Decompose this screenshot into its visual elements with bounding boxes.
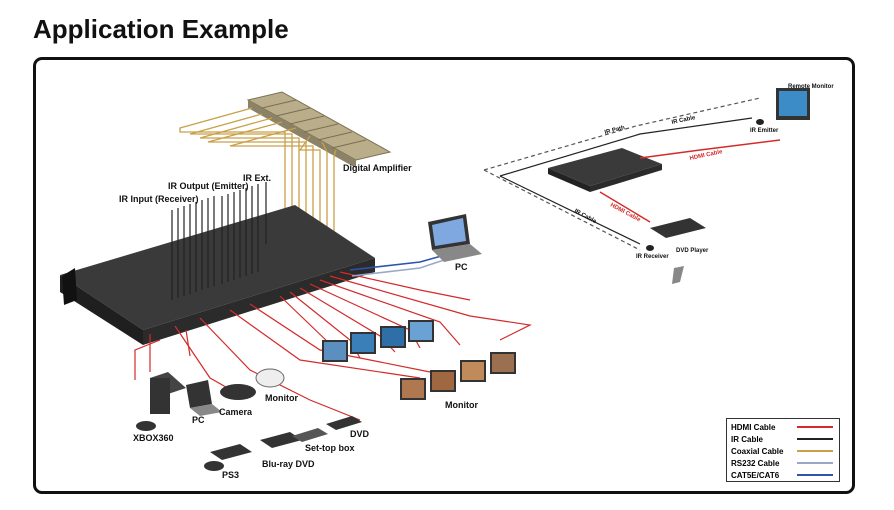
label-ir-emitter: IR Emitter bbox=[750, 128, 779, 134]
label-bluray: Blu-ray DVD bbox=[262, 459, 315, 469]
label-pc-right: PC bbox=[455, 262, 468, 272]
cat-cable bbox=[349, 254, 446, 271]
legend-swatch bbox=[797, 450, 833, 452]
label-monitor-top: Monitor bbox=[265, 393, 298, 403]
label-ir-input: IR Input (Receiver) bbox=[119, 194, 199, 204]
label-hdmi-cable-mid: HDMI Cable bbox=[609, 202, 642, 223]
page-title: Application Example bbox=[33, 14, 289, 44]
ir-cables bbox=[171, 182, 267, 300]
digital-amplifier bbox=[246, 91, 392, 168]
label-ir-cable-left: IR Cable bbox=[573, 208, 598, 225]
legend-label: HDMI Cable bbox=[731, 422, 776, 432]
label-ir-receiver: IR Receiver bbox=[636, 254, 669, 260]
label-ir-ext: IR Ext. bbox=[243, 173, 271, 183]
label-digital-amplifier: Digital Amplifier bbox=[343, 163, 412, 173]
label-dvd-player: DVD Player bbox=[676, 248, 709, 254]
label-settop: Set-top box bbox=[305, 443, 355, 453]
label-ps3: PS3 bbox=[222, 470, 239, 480]
legend-swatch bbox=[797, 474, 833, 476]
label-dvd: DVD bbox=[350, 429, 370, 439]
diagram-frame bbox=[33, 57, 855, 494]
source-devices bbox=[136, 368, 362, 471]
cable-legend: HDMI Cable IR Cable Coaxial Cable RS232 … bbox=[726, 418, 840, 482]
legend-label: IR Cable bbox=[731, 434, 764, 444]
label-ir-path: IR Path bbox=[604, 125, 626, 136]
label-ir-cable-top: IR Cable bbox=[671, 115, 696, 126]
legend-item: CAT5E/CAT6 bbox=[731, 469, 835, 481]
label-ir-output: IR Output (Emitter) bbox=[168, 181, 249, 191]
legend-label: RS232 Cable bbox=[731, 458, 780, 468]
rs232-cable bbox=[351, 257, 451, 277]
legend-swatch bbox=[797, 462, 833, 464]
legend-label: Coaxial Cable bbox=[731, 446, 784, 456]
legend-item: RS232 Cable bbox=[731, 457, 835, 469]
legend-swatch bbox=[797, 426, 833, 428]
coaxial-cables bbox=[179, 107, 337, 240]
monitor-group-bottom bbox=[400, 352, 516, 400]
legend-swatch bbox=[797, 438, 833, 440]
pc-laptop-right bbox=[428, 214, 482, 262]
label-camera: Camera bbox=[219, 407, 253, 417]
legend-item: IR Cable bbox=[731, 433, 835, 445]
legend-label: CAT5E/CAT6 bbox=[731, 470, 780, 480]
matrix-switcher bbox=[60, 205, 375, 345]
legend-item: Coaxial Cable bbox=[731, 445, 835, 457]
label-pc-left: PC bbox=[192, 415, 205, 425]
monitor-group-top bbox=[322, 320, 434, 362]
legend-item: HDMI Cable bbox=[731, 421, 835, 433]
label-monitor-bottom: Monitor bbox=[445, 400, 478, 410]
label-remote-monitor: Remote Monitor bbox=[788, 84, 834, 90]
label-xbox: XBOX360 bbox=[133, 433, 174, 443]
remote-setup bbox=[483, 88, 810, 284]
